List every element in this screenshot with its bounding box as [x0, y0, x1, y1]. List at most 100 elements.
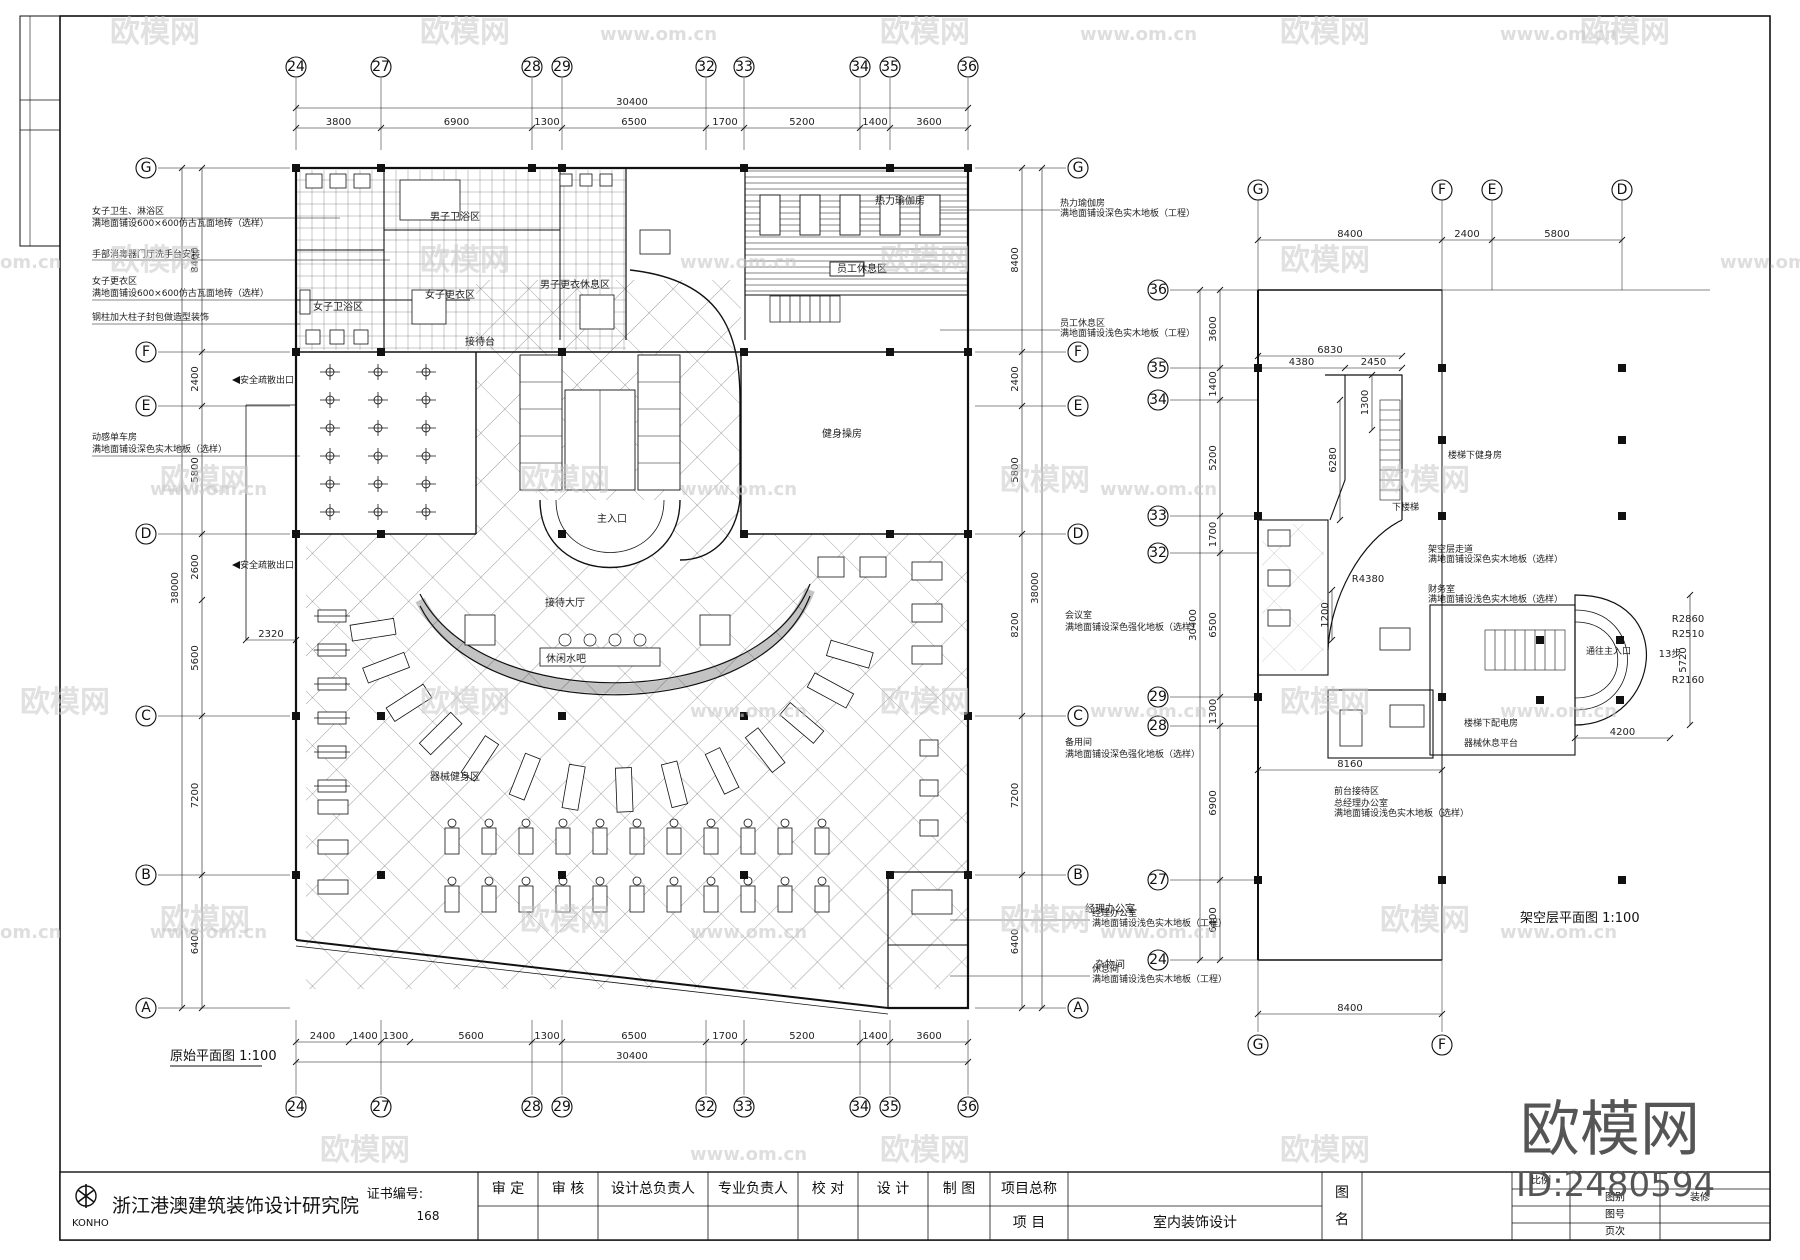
svg-text:33: 33 [735, 59, 753, 75]
plan-a-title: 原始平面图 1:100 [170, 1049, 277, 1064]
radius-r2160: R2160 [1672, 675, 1704, 686]
watermark-brand: 欧模网 [420, 685, 510, 720]
dim-right-total-0: 38000 [1030, 572, 1041, 604]
axisb-top-D: D [1611, 179, 1633, 201]
watermark-big-brand: 欧模网 [1520, 1095, 1700, 1165]
original-floor-plan [292, 164, 972, 1015]
dim-left-6: 6400 [190, 929, 201, 954]
svg-text:27: 27 [372, 59, 390, 75]
watermark-brand: 欧模网 [320, 1133, 410, 1168]
drawing-name-label-2: 名 [1335, 1212, 1349, 1228]
svg-text:D: D [141, 526, 152, 542]
axisb-left-33: 33 [1147, 505, 1169, 527]
dim-bottom-4: 1300 [534, 1031, 559, 1042]
dimb-left-2: 5200 [1208, 445, 1219, 470]
axisb-left-24: 24 [1147, 949, 1169, 971]
watermark-brand: 欧模网 [110, 15, 200, 50]
svg-text:G: G [141, 160, 152, 176]
axisb-left-29: 29 [1147, 686, 1169, 708]
watermark-url-short: om.cn [0, 252, 61, 273]
svg-text:E: E [1074, 398, 1083, 414]
axis-top-24: 24 [285, 56, 307, 78]
axis-top-27: 27 [370, 56, 392, 78]
watermark-brand: 欧模网 [1580, 15, 1670, 50]
drawing-name-label-1: 图 [1335, 1185, 1349, 1201]
dimb-left-5: 1300 [1208, 699, 1219, 724]
note-staff-floor: 满地面铺设浅色实木地板（工程） [1060, 327, 1195, 339]
label-stair-gym: 楼梯下健身房 [1448, 449, 1502, 461]
label-corridor: 楼梯下配电房 [1464, 717, 1518, 729]
note-female-changing: 女子更衣区 [92, 275, 137, 287]
svg-text:34: 34 [851, 1099, 869, 1115]
svg-text:E: E [1488, 182, 1497, 198]
hdr-discipline-lead: 专业负责人 [718, 1181, 788, 1197]
dim-top-7: 3600 [916, 117, 941, 128]
logo-text: KONHO [72, 1218, 109, 1229]
watermark-url: www.om.cn [1500, 922, 1617, 943]
note-sauna-floor: 满地面铺设深色实木地板（工程） [1060, 207, 1195, 219]
watermark-url: www.om.cn [150, 922, 267, 943]
axis-bottom-35: 35 [879, 1096, 901, 1118]
dim-top-0: 3800 [326, 117, 351, 128]
structural-columns [292, 164, 972, 879]
axis-top-29: 29 [551, 56, 573, 78]
watermark-url: www.om.cn [1100, 479, 1217, 500]
axis-right-A: A [1067, 997, 1089, 1019]
watermark-id: ID:2480594 [1516, 1165, 1715, 1205]
axis-top-33: 33 [733, 56, 755, 78]
watermark-url: www.om.cn [600, 24, 717, 45]
dimb-inner-7-0: 4200 [1610, 727, 1635, 738]
svg-text:G: G [1073, 160, 1084, 176]
dim-top-2: 1300 [534, 117, 559, 128]
dimb-left-0: 3600 [1208, 316, 1219, 341]
note-steel-column: 钢柱加大柱子封包做造型装饰 [92, 311, 209, 323]
watermark-brand: 欧模网 [20, 685, 110, 720]
note-hand-sanitizer: 手部消毒器门厅洗手台安装 [92, 248, 200, 260]
hdr-approve: 审 定 [492, 1181, 524, 1197]
dim-top-total-0: 30400 [616, 97, 648, 108]
svg-text:F: F [142, 344, 150, 360]
svg-text:G: G [1253, 182, 1264, 198]
note-female-shower: 女子卫生、淋浴区 [92, 205, 164, 217]
svg-text:24: 24 [287, 1099, 305, 1115]
watermarks: 欧模网欧模网欧模网欧模网欧模网欧模网欧模网欧模网欧模网欧模网欧模网欧模网欧模网欧… [0, 15, 1800, 1168]
watermark-url-short: om.cn [0, 922, 61, 943]
steps-count: 13步 [1659, 648, 1682, 660]
axis-bottom-33: 33 [733, 1096, 755, 1118]
svg-text:28: 28 [523, 59, 541, 75]
room-reception-desk: 接待台 [465, 335, 495, 348]
watermark-brand: 欧模网 [880, 685, 970, 720]
category-value: 装修 [1690, 1191, 1710, 1204]
dim-left-4: 5600 [190, 645, 201, 670]
drawing-no-label: 图号 [1605, 1209, 1625, 1221]
room-female-toilet: 女子卫浴区 [313, 300, 363, 313]
axisb-left-32: 32 [1147, 542, 1169, 564]
dimb-inner-0-0: 6830 [1317, 345, 1342, 356]
room-bar: 休闲水吧 [546, 652, 586, 665]
fire-exit-2: 安全疏散出口 [240, 559, 294, 571]
svg-text:28: 28 [1149, 718, 1167, 734]
axis-top-28: 28 [521, 56, 543, 78]
lobby-floor-hatch [306, 534, 968, 989]
dim-top-5: 5200 [789, 117, 814, 128]
watermark-brand: 欧模网 [1380, 903, 1470, 938]
axis-bottom-32: 32 [695, 1096, 717, 1118]
plan-b-title: 架空层平面图 1:100 [1520, 911, 1640, 926]
axis-right-D: D [1067, 523, 1089, 545]
svg-text:24: 24 [287, 59, 305, 75]
label-finance: 财务室 [1428, 583, 1455, 595]
axis-bottom-27: 27 [370, 1096, 392, 1118]
watermark-brand: 欧模网 [520, 903, 610, 938]
watermark-url: www.om.cn [1500, 701, 1617, 722]
svg-text:34: 34 [1149, 392, 1167, 408]
dimb-inner-5-0: 1200 [1320, 602, 1331, 627]
dimb-inner-1-0: 4380 [1289, 357, 1314, 368]
dim-left-2: 5800 [190, 457, 201, 482]
svg-text:35: 35 [1149, 360, 1167, 376]
label-meeting: 会议室 [1065, 609, 1092, 621]
svg-text:B: B [141, 867, 151, 883]
svg-text:32: 32 [697, 59, 715, 75]
dim-right-2: 5800 [1010, 457, 1021, 482]
dim-bottom-2: 1300 [383, 1031, 408, 1042]
watermark-url: www.om.cn [680, 479, 797, 500]
